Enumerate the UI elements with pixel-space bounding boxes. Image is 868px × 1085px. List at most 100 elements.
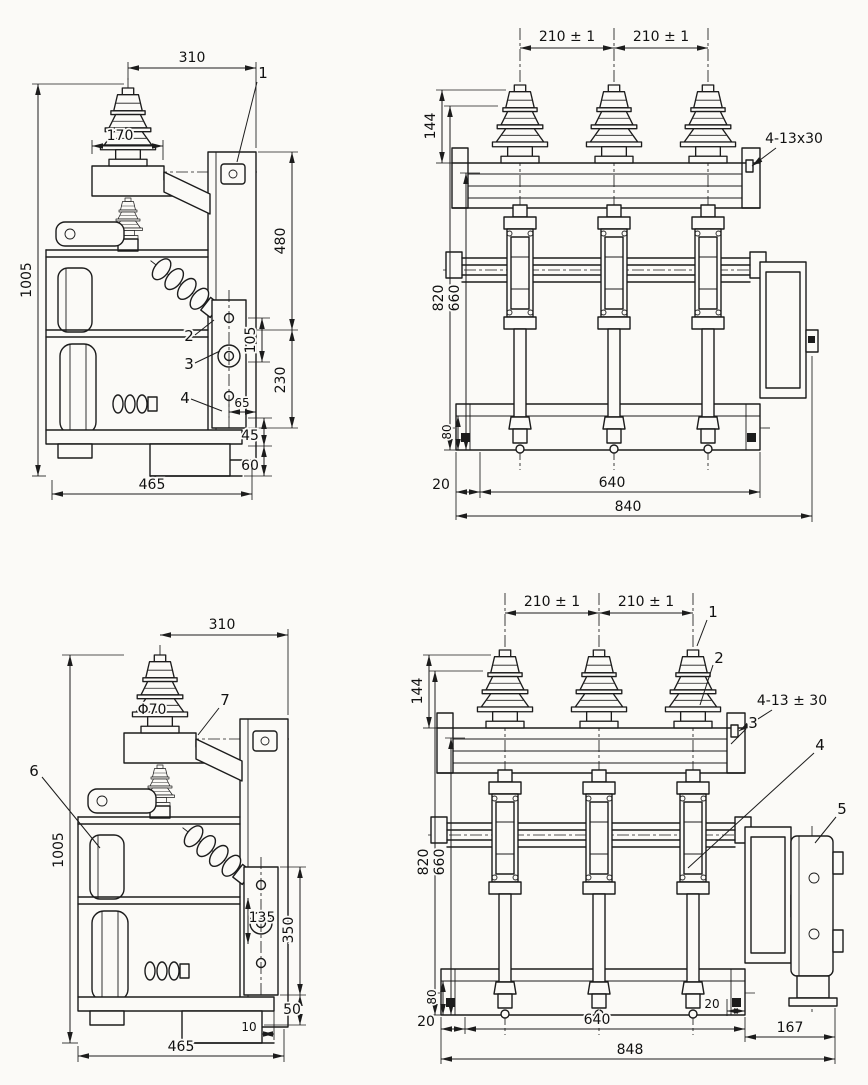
part-label-text: 3 <box>184 355 194 373</box>
dim-text: 660 <box>432 849 448 876</box>
dim-text: 465 <box>168 1039 195 1055</box>
dim-text: 50 <box>283 1002 301 1018</box>
part-label-text: 1 <box>708 603 718 621</box>
dim-text: 350 <box>281 917 297 944</box>
part-label-text: 4 <box>815 736 825 754</box>
dim-210-right-bottom: 210 ± 1 <box>599 592 693 616</box>
dim-210-right: 210 ± 1 <box>614 27 708 51</box>
side-view-bottom: 310 Φ70 7 6 1005 135 350 <box>27 615 306 1062</box>
dim-144-top: 144 <box>421 89 506 164</box>
switch-side-elevation <box>78 645 290 1043</box>
dim-text: 80 <box>440 424 454 439</box>
dim-text: 820 <box>416 849 432 876</box>
part-label-3: 3 <box>182 350 221 375</box>
dim-text: 480 <box>273 228 289 255</box>
part-label-text: 2 <box>184 327 194 345</box>
dim-text: 1005 <box>51 832 67 868</box>
part-label-text: 3 <box>748 714 758 732</box>
callout-mounting-holes-top: 4-13x30 <box>745 129 825 173</box>
dim-20-right-bottom: 20 <box>703 995 745 1016</box>
dim-text: 170 <box>107 128 134 144</box>
dim-144-bottom: 144 <box>408 654 491 729</box>
part-label-1-bottom: 1 <box>696 601 720 647</box>
callout-mounting-holes-bottom: 4-13 ± 30 <box>730 691 829 738</box>
part-label-text: 1 <box>258 64 268 82</box>
dim-text: 105 <box>243 327 259 354</box>
dim-1005-bottom: 1005 <box>49 654 124 1044</box>
dim-text: 65 <box>234 396 249 410</box>
dim-text: 310 <box>209 617 236 633</box>
dim-135: 135 <box>245 898 277 944</box>
dim-1005-top: 1005 <box>17 83 124 477</box>
switch-front-elevation <box>443 28 818 470</box>
dim-640-top: 640 <box>480 452 761 498</box>
part-label-text: 6 <box>29 762 39 780</box>
dim-text: 80 <box>425 989 439 1004</box>
dim-465-top: 465 <box>51 462 253 500</box>
dim-210-left: 210 ± 1 <box>520 27 614 51</box>
dim-820-bottom: 820 <box>414 670 483 1016</box>
callout-text: 4-13x30 <box>765 131 823 147</box>
part-label-4-bottom: 4 <box>687 734 827 869</box>
part-label-text: 4 <box>180 389 190 407</box>
dim-phi70: Φ70 <box>136 700 168 720</box>
dim-640-bottom: 640 <box>465 1010 746 1042</box>
dim-45: 45 <box>239 417 272 447</box>
dim-660-top: 660 <box>445 172 480 450</box>
dim-65: 65 <box>228 394 257 418</box>
front-view-top: 210 ± 1 210 ± 1 144 4-13x30 820 660 <box>421 27 825 522</box>
dim-80-top: 80 <box>438 416 461 450</box>
dim-text: 167 <box>777 1020 804 1036</box>
dim-text: 640 <box>599 475 626 491</box>
dim-465-bottom: 465 <box>77 1029 285 1062</box>
operating-mechanism <box>788 826 844 1012</box>
dim-170: 170 <box>91 126 164 160</box>
part-label-text: 2 <box>714 649 724 667</box>
dim-310-bottom: 310 <box>160 615 289 715</box>
dim-848: 848 <box>441 1040 835 1062</box>
side-view-top: 310 1 170 1005 480 105 <box>17 48 298 500</box>
part-label-text: 5 <box>837 800 847 818</box>
dim-10: 10 <box>240 1011 275 1040</box>
dim-20-left-bottom: 20 <box>415 1012 466 1064</box>
dim-660-bottom: 660 <box>430 737 465 1015</box>
dim-text: 45 <box>241 428 259 444</box>
dim-text: 60 <box>241 458 259 474</box>
dim-210-left-bottom: 210 ± 1 <box>505 592 599 616</box>
dim-text: 210 ± 1 <box>633 29 689 45</box>
part-label-4: 4 <box>178 387 223 412</box>
dim-50: 50 <box>264 995 306 1026</box>
dim-350: 350 <box>279 866 306 996</box>
dim-167: 167 <box>745 1008 836 1064</box>
dim-text: 1005 <box>19 262 35 298</box>
dim-text: 310 <box>179 50 206 66</box>
part-label-2: 2 <box>182 319 215 347</box>
part-label-5-bottom: 5 <box>814 798 849 844</box>
dim-text: 210 ± 1 <box>618 594 674 610</box>
dim-text: 20 <box>704 997 719 1011</box>
dim-310-top: 310 <box>127 48 257 148</box>
callout-text: 4-13 ± 30 <box>757 693 827 709</box>
dim-text: 210 ± 1 <box>524 594 580 610</box>
dim-text: 144 <box>423 113 439 140</box>
dim-text: 210 ± 1 <box>539 29 595 45</box>
dim-text: 10 <box>241 1020 256 1034</box>
part-label-text: 7 <box>220 691 230 709</box>
dim-text: 820 <box>431 285 447 312</box>
dim-20-top: 20 <box>430 452 481 520</box>
dim-text: 135 <box>249 910 276 926</box>
dim-105: 105 <box>241 317 270 363</box>
dim-text: 465 <box>139 477 166 493</box>
dim-text: 144 <box>410 678 426 705</box>
part-label-3-bottom: 3 <box>730 712 760 745</box>
dim-text: 20 <box>432 477 450 493</box>
switch-side-elevation <box>46 78 258 476</box>
dim-60: 60 <box>239 446 272 477</box>
dim-text: 640 <box>584 1012 611 1028</box>
dim-text: Φ70 <box>138 702 167 718</box>
dim-80-bottom: 80 <box>423 981 446 1015</box>
dim-text: 230 <box>273 367 289 394</box>
dim-230: 230 <box>248 330 298 429</box>
front-view-bottom: 210 ± 1 210 ± 1 1 2 144 4-13 ± 30 3 <box>408 592 849 1064</box>
